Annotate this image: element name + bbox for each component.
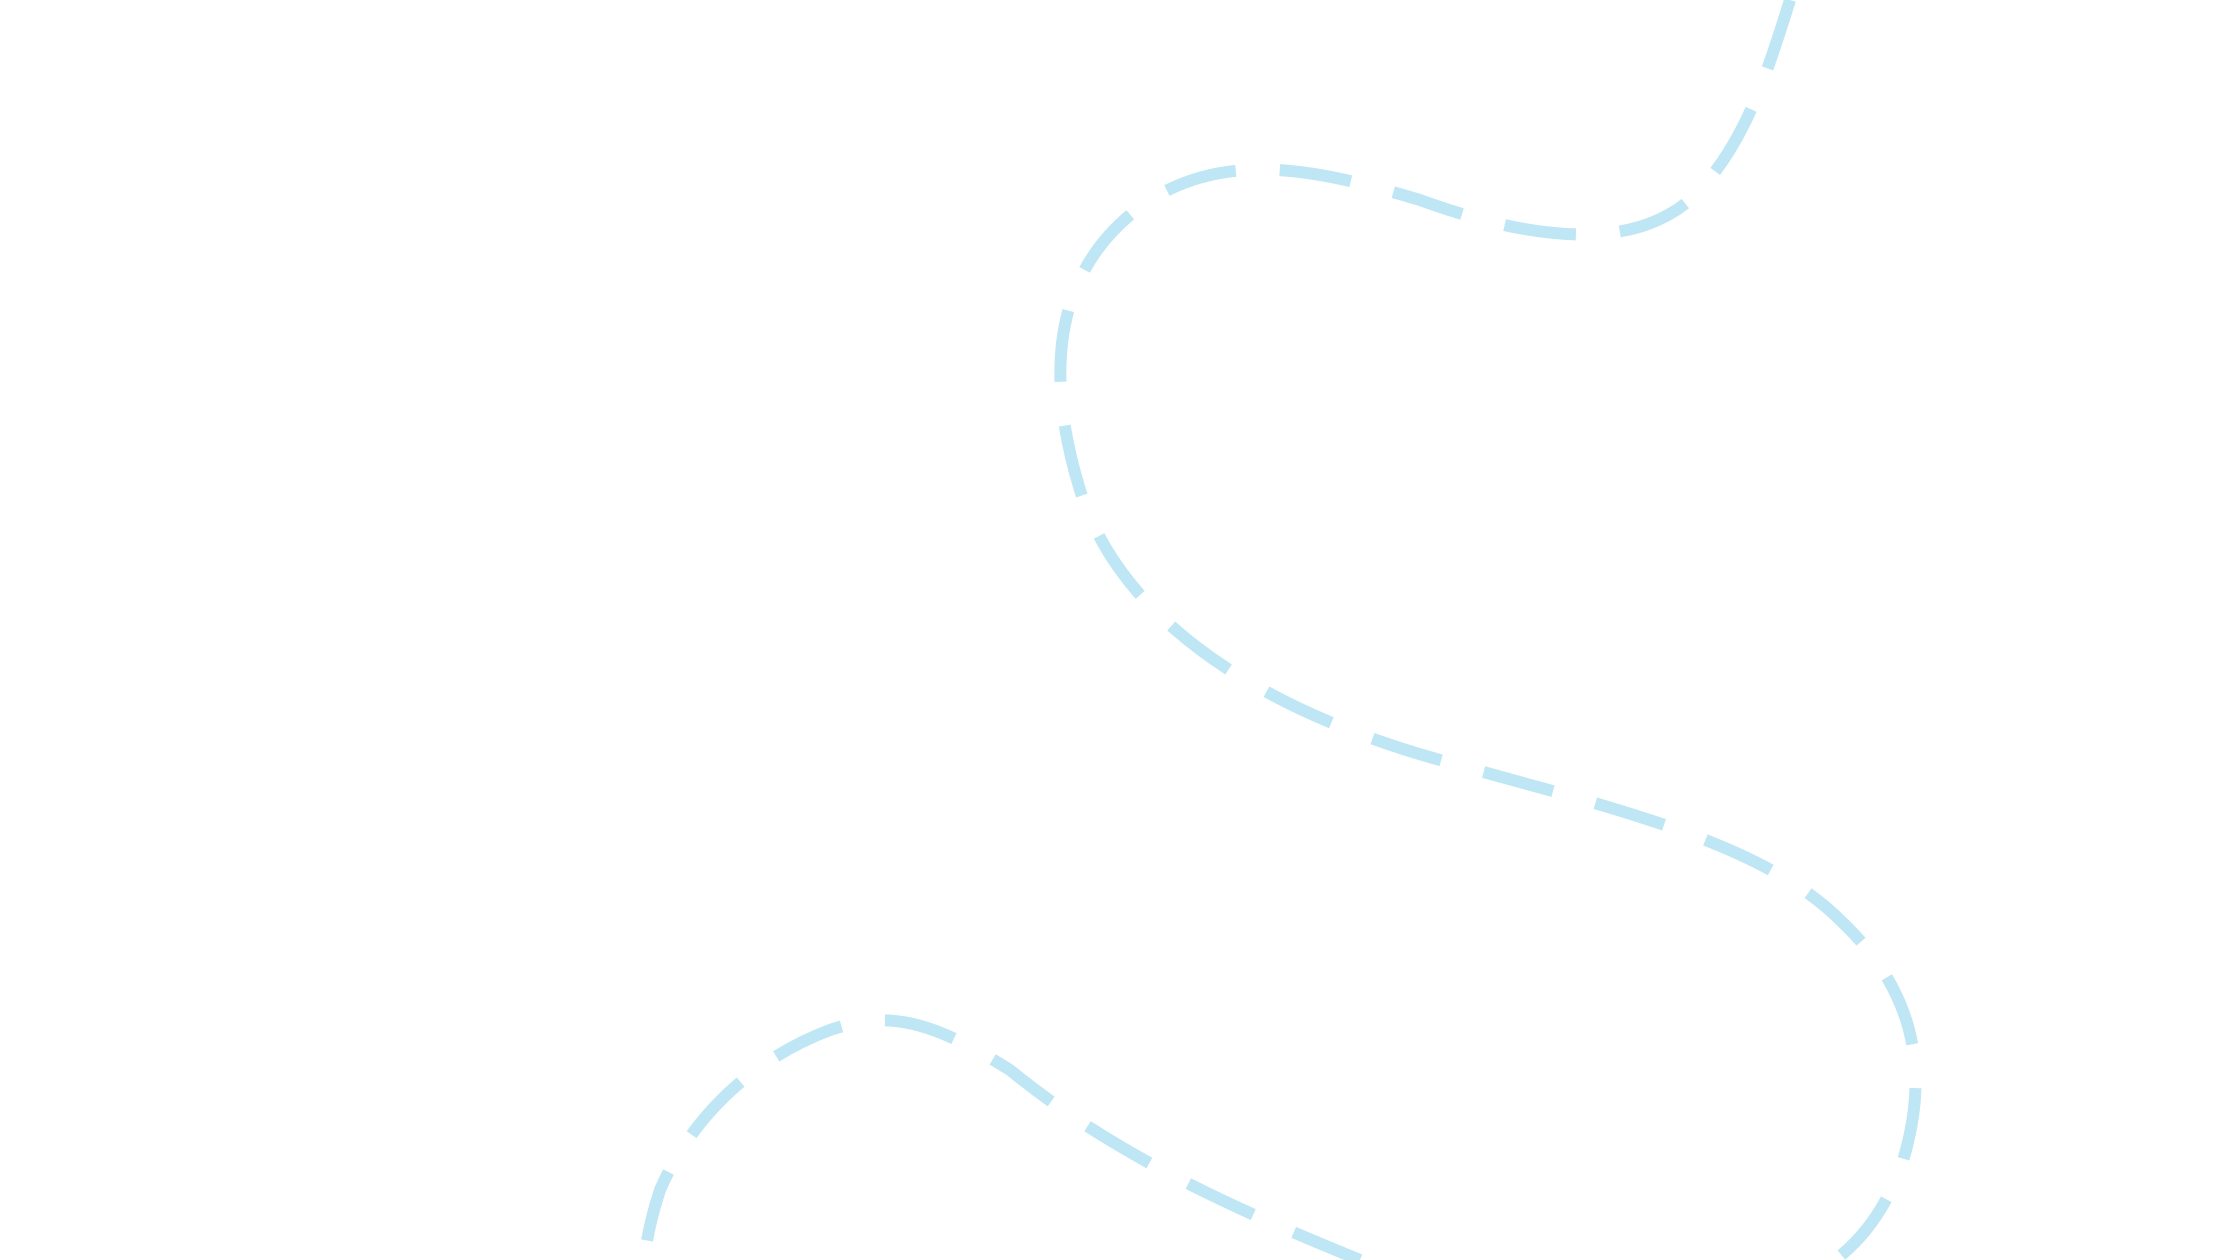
dashed-wave-line — [638, 0, 1922, 1260]
